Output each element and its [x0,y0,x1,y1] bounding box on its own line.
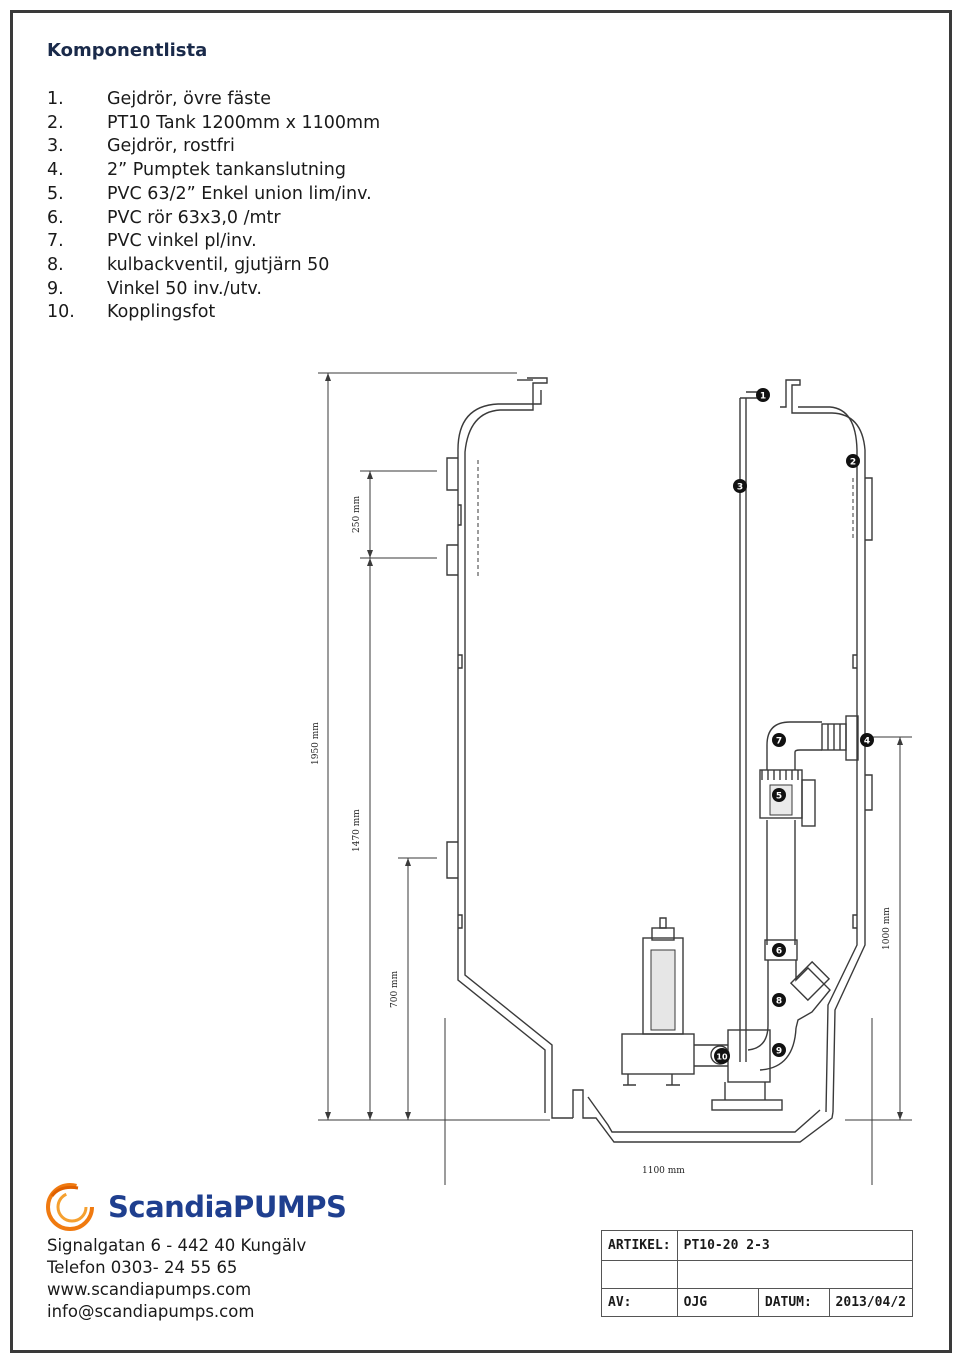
pump-motor-shade [650,949,676,1031]
coupling-foot [727,1029,771,1083]
tank-wall-left-inner [457,390,546,1113]
list-item: 7.PVC vinkel pl/inv. [47,231,257,252]
svg-text:8: 8 [776,997,782,1007]
artikel-value: PT10-20 2-3 [676,1230,914,1261]
callout-badge-6: 6 [772,943,786,957]
dim-line-250 [360,470,437,559]
tank-rib-left [446,457,463,929]
av-value: OJG [676,1288,759,1317]
list-item: 8.kulbackventil, gjutjärn 50 [47,254,330,275]
list-item: 3.Gejdrör, rostfri [47,136,235,157]
datum-label: DATUM: [757,1288,830,1317]
datum-value: 2013/04/2 [828,1288,914,1317]
pump-outlet [694,1044,728,1067]
dim-label-1470: 1470 mm [352,809,362,852]
tank-connection-flange [845,715,859,761]
callout-badge-5: 5 [772,788,786,802]
artikel-label: ARTIKEL: [601,1230,678,1261]
guide-rail [739,398,747,1062]
ball-check-valve [767,960,831,1029]
pump-feet [623,1074,680,1086]
tank-wall-right-inner [798,406,858,1113]
riser-pipe [766,820,796,945]
list-item: 9.Vinkel 50 inv./utv. [47,278,262,299]
title-block: ARTIKEL: PT10-20 2-3 AV: OJG DATUM: 2013… [601,1230,914,1317]
list-item: 4.2” Pumptek tankanslutning [47,160,346,181]
email-link[interactable]: info@scandiapumps.com [47,1302,255,1321]
list-item: 6.PVC rör 63x3,0 /mtr [47,207,281,228]
list-item: 2.PT10 Tank 1200mm x 1100mm [47,112,381,133]
list-item: 1.Gejdrör, övre fäste [47,89,271,109]
phone-line: Telefon 0303- 24 55 65 [47,1258,238,1277]
pump-volute [621,1033,695,1075]
component-list: 1.Gejdrör, övre fäste 2.PT10 Tank 1200mm… [47,88,380,325]
svg-text:10: 10 [716,1053,728,1062]
dim-line-1100 [444,1018,873,1185]
tank-bottom [572,1089,834,1143]
pvc-elbow [766,721,822,770]
svg-text:4: 4 [864,737,870,747]
contact-block: Signalgatan 6 - 442 40 Kungälv Telefon 0… [47,1235,306,1323]
address-line: Signalgatan 6 - 442 40 Kungälv [47,1236,307,1255]
dim-label-250: 250 mm [352,495,362,533]
callout-badge-8: 8 [772,993,786,1007]
callout-badge-7: 7 [772,733,786,747]
callout-badge-2: 2 [846,454,860,468]
brand-name: ScandiaPUMPS [108,1190,347,1224]
dim-line-700 [398,857,437,1120]
svg-text:1: 1 [760,392,766,402]
list-item: 5.PVC 63/2” Enkel union lim/inv. [47,183,372,204]
empty-cell [676,1260,914,1289]
dim-label-700: 700 mm [390,970,400,1008]
callout-badge-4: 4 [860,733,874,747]
coupling-foot-base [711,1099,783,1111]
svg-text:2: 2 [850,458,856,468]
tank-wall-right [780,379,866,1113]
empty-cell [601,1260,678,1289]
dim-line-1950 [318,372,550,1121]
callout-badge-10: 10 [714,1048,730,1064]
av-label: AV: [601,1288,678,1317]
check-valve-cap [789,960,831,1002]
svg-text:9: 9 [776,1047,782,1057]
list-item: 10.Kopplingsfot [47,302,216,323]
website-link[interactable]: www.scandiapumps.com [47,1280,252,1299]
callout-badge-9: 9 [772,1043,786,1057]
svg-text:5: 5 [776,792,782,802]
page-border [10,10,952,1353]
dim-label-1000: 1000 mm [882,907,892,950]
callout-badge-3: 3 [733,479,747,493]
union-handle [801,779,816,827]
tank-wall-left [464,377,573,1119]
svg-text:7: 7 [776,737,782,747]
callout-badge-1: 1 [756,388,770,402]
dim-label-1100: 1100 mm [642,1166,685,1176]
tank-rib-right [852,477,873,929]
svg-text:6: 6 [776,947,782,957]
component-list-heading: Komponentlista [47,40,208,61]
dim-line-1000 [845,736,912,1121]
swirl-logo-icon [46,1183,94,1231]
pipe-coupling [764,939,798,961]
bend-50 [747,1024,797,1071]
svg-text:3: 3 [737,483,743,493]
dim-label-1950: 1950 mm [311,722,321,765]
arrowhead [325,373,903,1120]
tank-bottom-inner [587,1096,821,1133]
union-ridges [761,770,799,780]
